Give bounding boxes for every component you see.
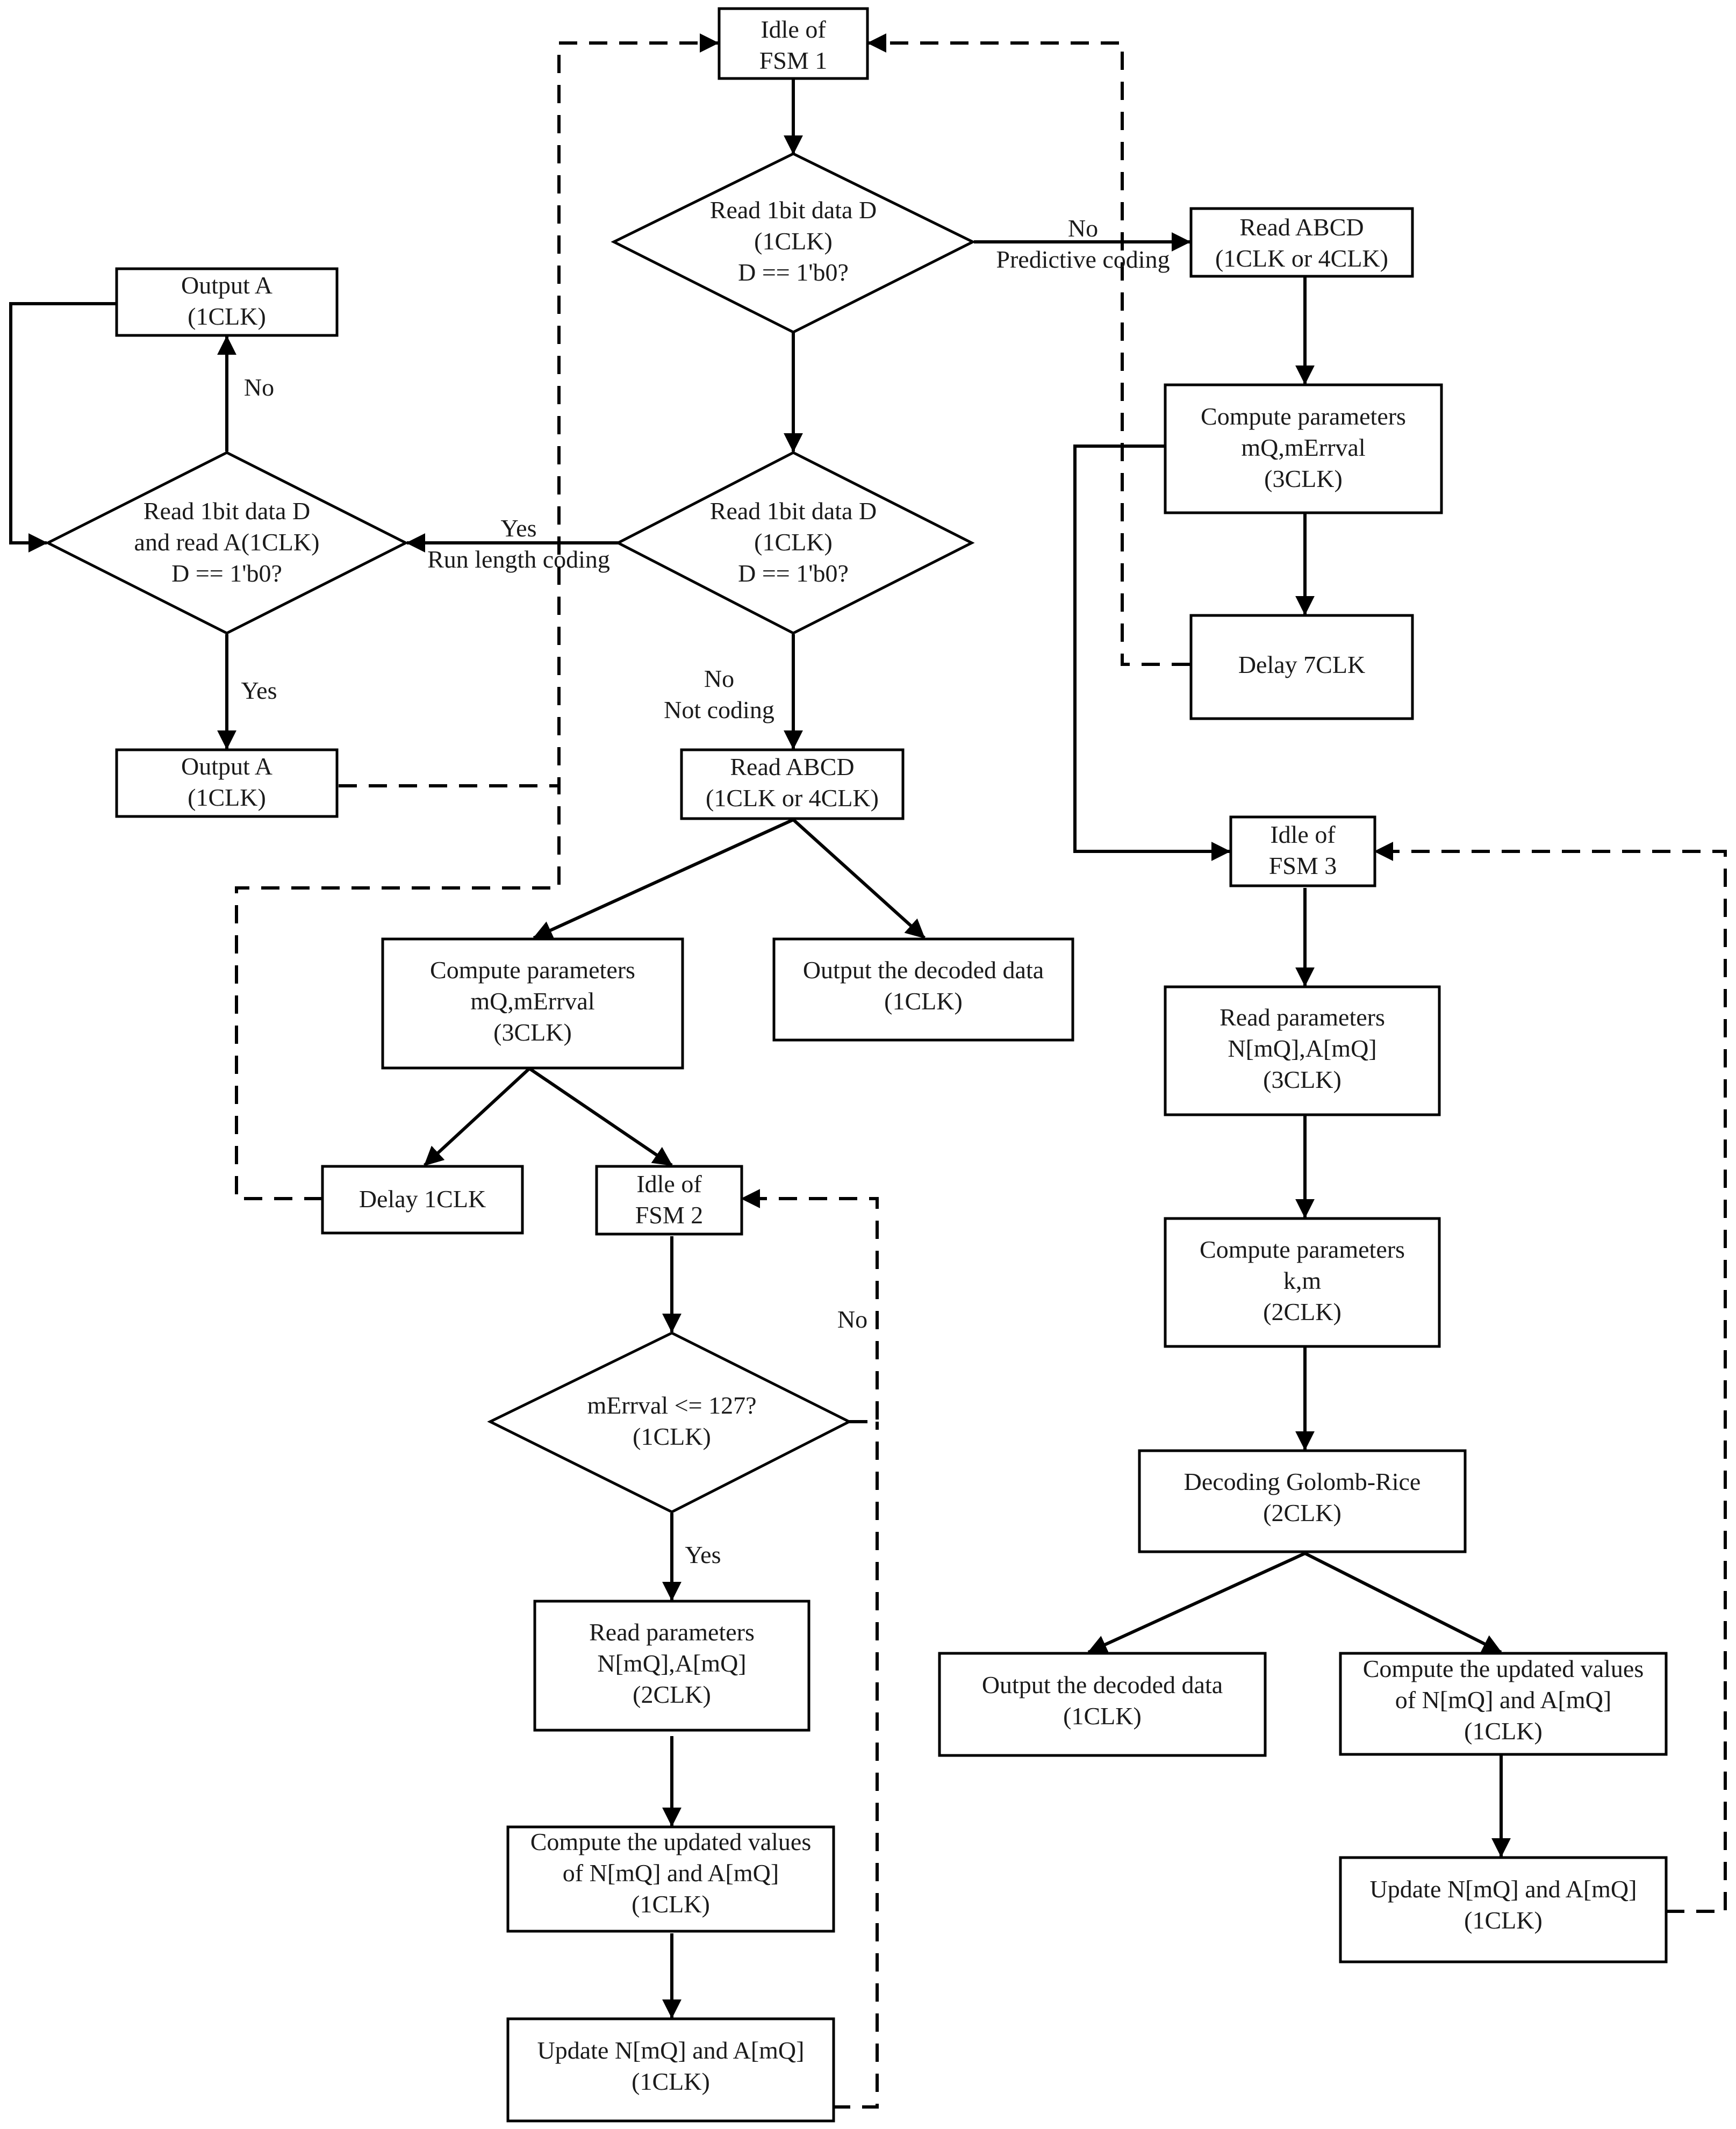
node-line: Compute the updated values — [1363, 1655, 1644, 1682]
update-fsm3-box: Update N[mQ] and A[mQ] (1CLK) — [1339, 1856, 1668, 1963]
label-fsm2-no: No — [837, 1306, 867, 1333]
node-line: N[mQ],A[mQ] — [597, 1650, 746, 1677]
idle-fsm3-state: Idle of FSM 3 — [1229, 815, 1376, 887]
node-line: mQ,mErrval — [1241, 434, 1365, 461]
output-a-bottom-box: Output A (1CLK) — [115, 748, 339, 818]
node-line: Output the decoded data — [803, 956, 1044, 984]
node-line: (1CLK) — [632, 1890, 710, 1918]
node-line: N[mQ],A[mQ] — [1228, 1035, 1376, 1062]
compute-km-box: Compute parameters k,m (2CLK) — [1164, 1217, 1441, 1348]
node-line: mErrval <= 127? — [587, 1392, 756, 1419]
node-line: (1CLK or 4CLK) — [1215, 245, 1388, 272]
decoding-golomb-rice-box: Decoding Golomb-Rice (2CLK) — [1138, 1449, 1467, 1553]
node-line: (3CLK) — [1263, 1066, 1342, 1093]
node-line: (1CLK) — [1464, 1717, 1543, 1745]
compute-params-notcoding-box: Compute parameters mQ,mErrval (3CLK) — [381, 937, 684, 1070]
label-yes-runlength: Yes — [501, 514, 537, 542]
output-a-top-box: Output A (1CLK) — [115, 267, 339, 337]
node-line: Read parameters — [1219, 1003, 1385, 1031]
node-line: Compute the updated values — [530, 1828, 812, 1855]
node-line: FSM 2 — [635, 1201, 704, 1229]
node-line: (1CLK) — [188, 784, 266, 811]
node-line: FSM 1 — [759, 47, 828, 74]
read-abcd-predictive-box: Read ABCD (1CLK or 4CLK) — [1189, 207, 1414, 278]
edge-labels: No Predictive coding Yes Run length codi… — [241, 214, 1170, 1568]
compute-updated-fsm3-box: Compute the updated values of N[mQ] and … — [1339, 1652, 1668, 1756]
node-line: Delay 7CLK — [1238, 651, 1365, 678]
node-line: (1CLK or 4CLK) — [706, 784, 879, 812]
node-line: Decoding Golomb-Rice — [1184, 1468, 1421, 1495]
node-line: (1CLK) — [884, 987, 963, 1015]
node-line: Read 1bit data D — [710, 196, 877, 224]
label-run-yes: Yes — [241, 677, 277, 704]
node-line: Output A — [181, 271, 272, 299]
node-line: Idle of — [636, 1170, 702, 1198]
node-line: Compute parameters — [430, 956, 635, 984]
node-line: (1CLK) — [754, 227, 833, 255]
node-line: Compute parameters — [1200, 1236, 1405, 1263]
output-decoded-data-right-box: Output the decoded data (1CLK) — [938, 1652, 1267, 1757]
node-line: and read A(1CLK) — [134, 528, 320, 556]
read-1bit-check-decision: Read 1bit data D (1CLK) D == 1'b0? — [611, 152, 976, 334]
read-1bit-second-decision: Read 1bit data D (1CLK) D == 1'b0? — [615, 451, 975, 635]
node-line: Update N[mQ] and A[mQ] — [537, 2037, 805, 2064]
merrval-check-decision: mErrval <= 127? (1CLK) — [487, 1331, 852, 1514]
node-line: Output A — [181, 752, 272, 780]
label-predictive-coding: Predictive coding — [996, 246, 1170, 273]
node-line: (1CLK) — [754, 528, 833, 556]
delay-1clk-box: Delay 1CLK — [321, 1165, 524, 1235]
node-line: Update N[mQ] and A[mQ] — [1370, 1875, 1637, 1903]
node-line: Output the decoded data — [982, 1671, 1223, 1698]
node-line: D == 1'b0? — [738, 560, 849, 587]
node-line: Idle of — [1270, 821, 1336, 848]
node-line: (1CLK) — [188, 303, 266, 330]
node-line: of N[mQ] and A[mQ] — [1395, 1686, 1611, 1714]
solid-connectors — [9, 80, 1511, 2019]
node-line: Read parameters — [589, 1618, 755, 1646]
label-run-length-coding: Run length coding — [427, 546, 610, 573]
node-line: (1CLK) — [1464, 1906, 1543, 1934]
node-line: mQ,mErrval — [470, 987, 594, 1015]
node-line: (1CLK) — [633, 1423, 711, 1450]
node-line: Read 1bit data D — [710, 497, 877, 525]
compute-params-predictive-box: Compute parameters mQ,mErrval (3CLK) — [1164, 383, 1443, 514]
node-line: (2CLK) — [1263, 1298, 1342, 1325]
node-line: (1CLK) — [1063, 1702, 1142, 1730]
node-line: Read 1bit data D — [144, 497, 310, 525]
label-not-coding: Not coding — [664, 696, 774, 723]
node-line: Delay 1CLK — [359, 1185, 486, 1213]
read-abcd-notcoding-box: Read ABCD (1CLK or 4CLK) — [680, 748, 905, 820]
compute-updated-fsm2-box: Compute the updated values of N[mQ] and … — [506, 1825, 835, 1933]
label-fsm2-yes: Yes — [685, 1541, 721, 1568]
delay-7clk-box: Delay 7CLK — [1189, 614, 1414, 720]
node-line: (2CLK) — [633, 1681, 711, 1708]
node-line: Read ABCD — [1239, 213, 1364, 241]
node-line: (1CLK) — [632, 2068, 710, 2095]
idle-fsm2-state: Idle of FSM 2 — [595, 1165, 743, 1236]
read-params-fsm3-box: Read parameters N[mQ],A[mQ] (3CLK) — [1164, 985, 1441, 1116]
update-fsm2-box: Update N[mQ] and A[mQ] (1CLK) — [506, 2017, 835, 2123]
label-no-notcoding: No — [704, 665, 734, 692]
node-line: FSM 3 — [1269, 852, 1337, 879]
label-no-predictive: No — [1068, 214, 1098, 242]
node-line: D == 1'b0? — [738, 259, 849, 286]
dashed-connectors — [235, 33, 1727, 2109]
label-run-no: No — [244, 374, 274, 401]
node-line: k,m — [1283, 1267, 1322, 1294]
node-line: (3CLK) — [1264, 465, 1343, 492]
read-params-fsm2-box: Read parameters N[mQ],A[mQ] (2CLK) — [533, 1600, 810, 1732]
node-line: (3CLK) — [493, 1019, 572, 1046]
node-line: of N[mQ] and A[mQ] — [563, 1859, 779, 1887]
output-decoded-data-middle-box: Output the decoded data (1CLK) — [772, 937, 1074, 1042]
node-line: Idle of — [761, 16, 826, 43]
node-line: Read ABCD — [730, 753, 854, 780]
node-line: D == 1'b0? — [171, 560, 282, 587]
run-length-loop-decision: Read 1bit data D and read A(1CLK) D == 1… — [45, 451, 409, 635]
node-line: (2CLK) — [1263, 1499, 1342, 1526]
node-line: Compute parameters — [1201, 403, 1406, 430]
idle-fsm1-state: Idle of FSM 1 — [718, 7, 869, 80]
